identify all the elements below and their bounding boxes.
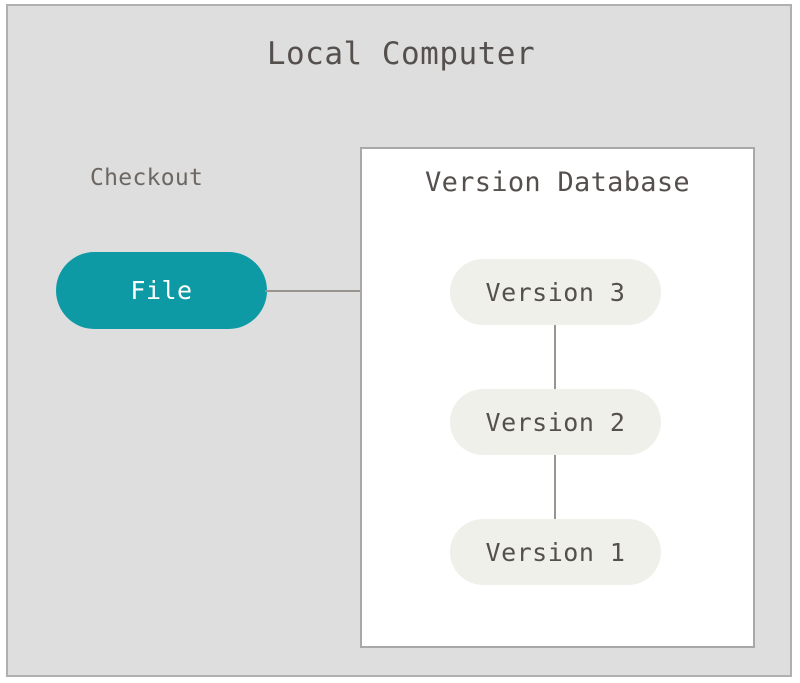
checkout-label: Checkout [90, 165, 204, 191]
local-computer-container: Local Computer Checkout File Version Dat… [6, 4, 792, 677]
version-1-node-label: Version 1 [485, 537, 626, 567]
version-2-node-label: Version 2 [485, 407, 626, 437]
edge-version-3-to-version-2 [554, 325, 556, 389]
version-3-node[interactable]: Version 3 [450, 259, 661, 325]
version-database-container: Version Database Version 3 Version 2 Ver… [360, 147, 755, 648]
version-2-node[interactable]: Version 2 [450, 389, 661, 455]
version-database-title: Version Database [425, 167, 690, 198]
version-3-node-label: Version 3 [485, 277, 626, 307]
edge-file-to-version-3 [265, 290, 451, 292]
local-computer-title: Local Computer [266, 36, 536, 72]
file-node-label: File [130, 276, 193, 305]
version-1-node[interactable]: Version 1 [450, 519, 661, 585]
edge-version-2-to-version-1 [554, 455, 556, 519]
file-node[interactable]: File [56, 252, 267, 329]
